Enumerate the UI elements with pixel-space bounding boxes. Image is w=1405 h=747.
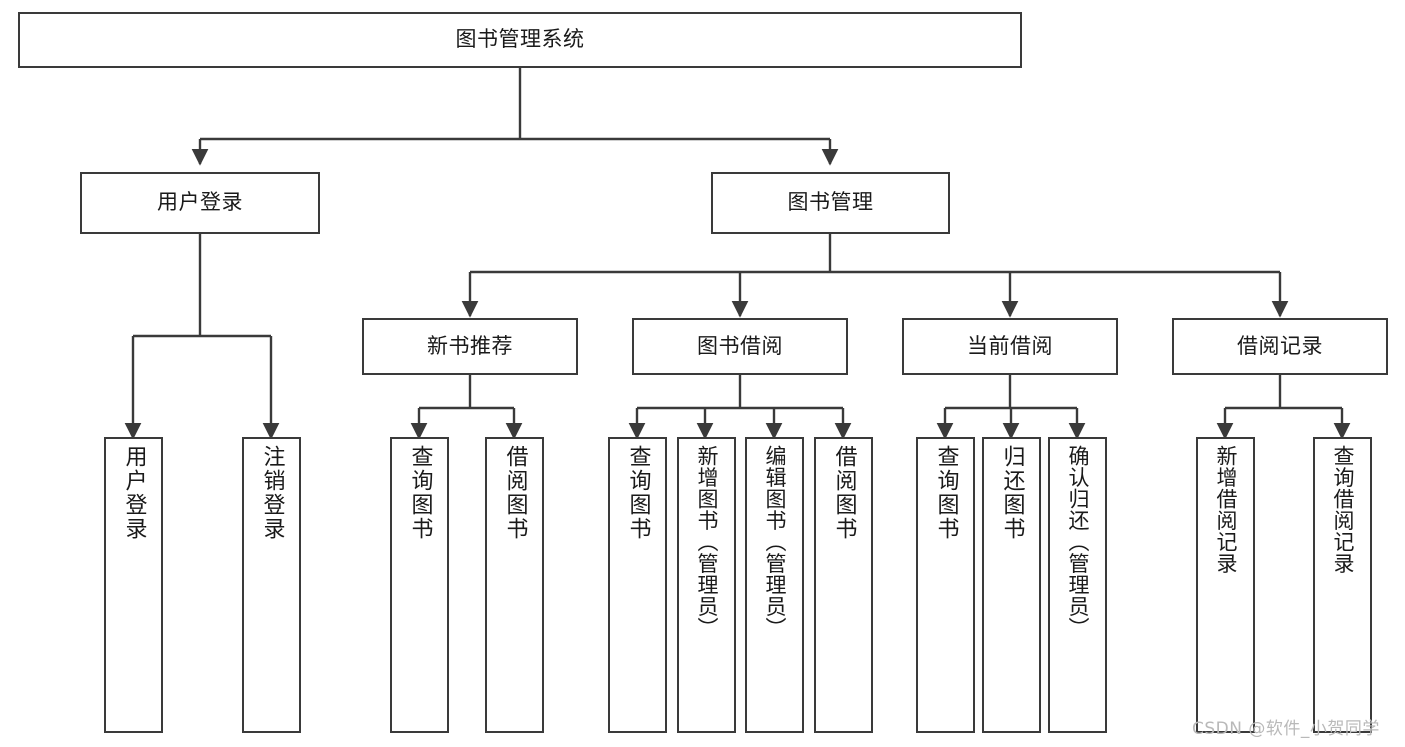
node-label: 编辑图书（管理员） bbox=[763, 445, 787, 639]
node-label: 图书管理系统 bbox=[455, 27, 585, 52]
node-label: 用户登录 bbox=[157, 190, 243, 215]
node-label: 查询图书 bbox=[933, 445, 959, 541]
node-label: 查询图书 bbox=[625, 445, 651, 541]
node-leaf-confirm-return[interactable]: 确认归还（管理员） bbox=[1048, 437, 1107, 733]
node-label: 查询借阅记录 bbox=[1331, 445, 1355, 574]
node-label: 用户登录 bbox=[121, 445, 147, 541]
node-label: 借阅记录 bbox=[1237, 333, 1323, 358]
node-leaf-borrow-book-1[interactable]: 借阅图书 bbox=[485, 437, 544, 733]
node-leaf-query-borrow-record[interactable]: 查询借阅记录 bbox=[1313, 437, 1372, 733]
node-leaf-logout-login[interactable]: 注销登录 bbox=[242, 437, 301, 733]
node-current-borrow[interactable]: 当前借阅 bbox=[902, 318, 1118, 375]
node-label: 当前借阅 bbox=[967, 333, 1053, 358]
node-new-book-recommend[interactable]: 新书推荐 bbox=[362, 318, 578, 375]
node-book-borrow[interactable]: 图书借阅 bbox=[632, 318, 848, 375]
node-label: 注销登录 bbox=[259, 445, 285, 541]
node-label: 新增图书（管理员） bbox=[695, 445, 719, 639]
node-leaf-query-book-1[interactable]: 查询图书 bbox=[390, 437, 449, 733]
node-label: 新书推荐 bbox=[427, 333, 513, 358]
node-label: 归还图书 bbox=[999, 445, 1025, 541]
node-borrow-record[interactable]: 借阅记录 bbox=[1172, 318, 1388, 375]
node-leaf-add-book[interactable]: 新增图书（管理员） bbox=[677, 437, 736, 733]
node-label: 确认归还（管理员） bbox=[1066, 445, 1090, 639]
node-leaf-add-borrow-record[interactable]: 新增借阅记录 bbox=[1196, 437, 1255, 733]
node-label: 查询图书 bbox=[407, 445, 433, 541]
node-leaf-user-login[interactable]: 用户登录 bbox=[104, 437, 163, 733]
csdn-watermark: CSDN @软件_小贺同学 bbox=[1192, 719, 1380, 739]
node-root-book-management-system[interactable]: 图书管理系统 bbox=[18, 12, 1022, 68]
node-book-manage[interactable]: 图书管理 bbox=[711, 172, 950, 234]
node-label: 图书管理 bbox=[787, 190, 874, 215]
node-label: 新增借阅记录 bbox=[1214, 445, 1238, 574]
node-label: 图书借阅 bbox=[697, 333, 783, 358]
node-leaf-borrow-book-2[interactable]: 借阅图书 bbox=[814, 437, 873, 733]
node-label: 借阅图书 bbox=[502, 445, 528, 541]
node-leaf-return-book[interactable]: 归还图书 bbox=[982, 437, 1041, 733]
node-label: 借阅图书 bbox=[831, 445, 857, 541]
node-user-login[interactable]: 用户登录 bbox=[80, 172, 320, 234]
node-leaf-edit-book[interactable]: 编辑图书（管理员） bbox=[745, 437, 804, 733]
node-leaf-query-book-2[interactable]: 查询图书 bbox=[608, 437, 667, 733]
node-leaf-query-book-3[interactable]: 查询图书 bbox=[916, 437, 975, 733]
